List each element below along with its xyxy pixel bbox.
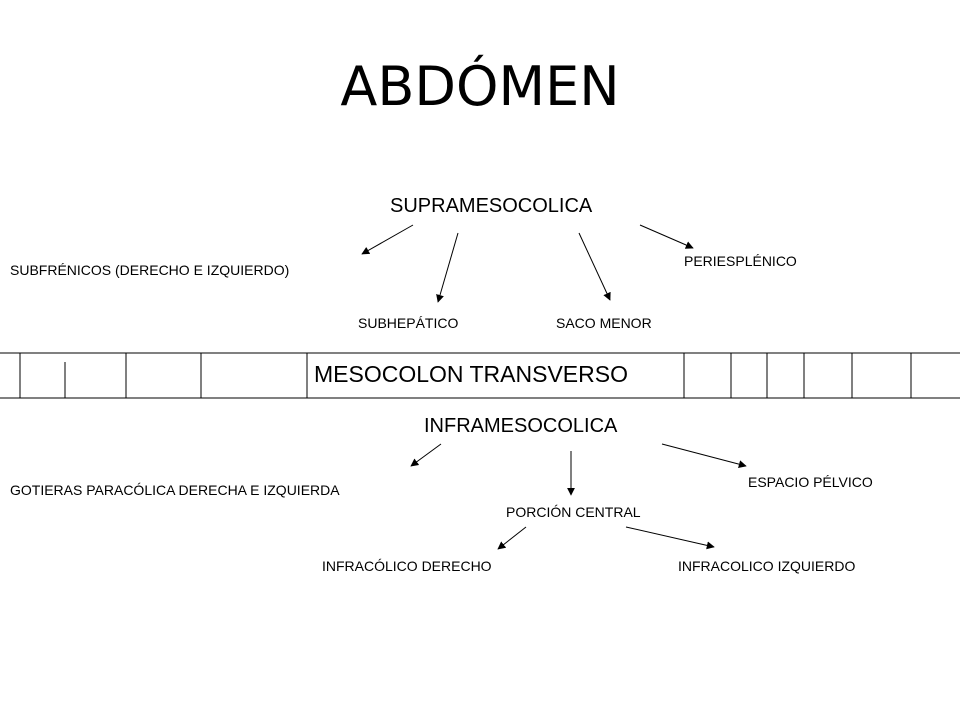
saco-menor-label: SACO MENOR — [556, 315, 652, 331]
page-title: ABDÓMEN — [340, 55, 620, 118]
gotieras-label: GOTIERAS PARACÓLICA DERECHA E IZQUIERDA — [10, 482, 340, 498]
arrow-to-gotieras — [410, 443, 442, 467]
infracolico-izquierdo-label: INFRACOLICO IZQUIERDO — [678, 558, 856, 574]
mesocolon-transverso-label: MESOCOLON TRANSVERSO — [314, 361, 628, 387]
arrow-to-infracolico-derecho — [497, 526, 527, 550]
arrow-to-subfrenicos — [361, 224, 414, 255]
porcion-central-label: PORCIÓN CENTRAL — [506, 504, 641, 520]
arrow-to-periesplenico — [639, 224, 694, 249]
arrow-to-subhepatico — [436, 232, 459, 303]
espacio-pelvico-label: ESPACIO PÉLVICO — [748, 474, 873, 490]
subfrenicos-label: SUBFRÉNICOS (DERECHO E IZQUIERDO) — [10, 262, 290, 278]
arrow-to-infracolico-izquierdo — [625, 526, 715, 550]
inframesocolica-heading: INFRAMESOCOLICA — [424, 415, 618, 437]
arrow-to-espacio-pelvico — [661, 443, 747, 469]
infracolico-derecho-label: INFRACÓLICO DERECHO — [322, 558, 492, 574]
supramesocolica-heading: SUPRAMESOCOLICA — [390, 195, 593, 217]
subhepatico-label: SUBHEPÁTICO — [358, 315, 459, 331]
arrow-to-saco-menor — [578, 232, 611, 301]
periesplenico-label: PERIESPLÉNICO — [684, 253, 797, 269]
mesocolon-band — [0, 352, 960, 399]
